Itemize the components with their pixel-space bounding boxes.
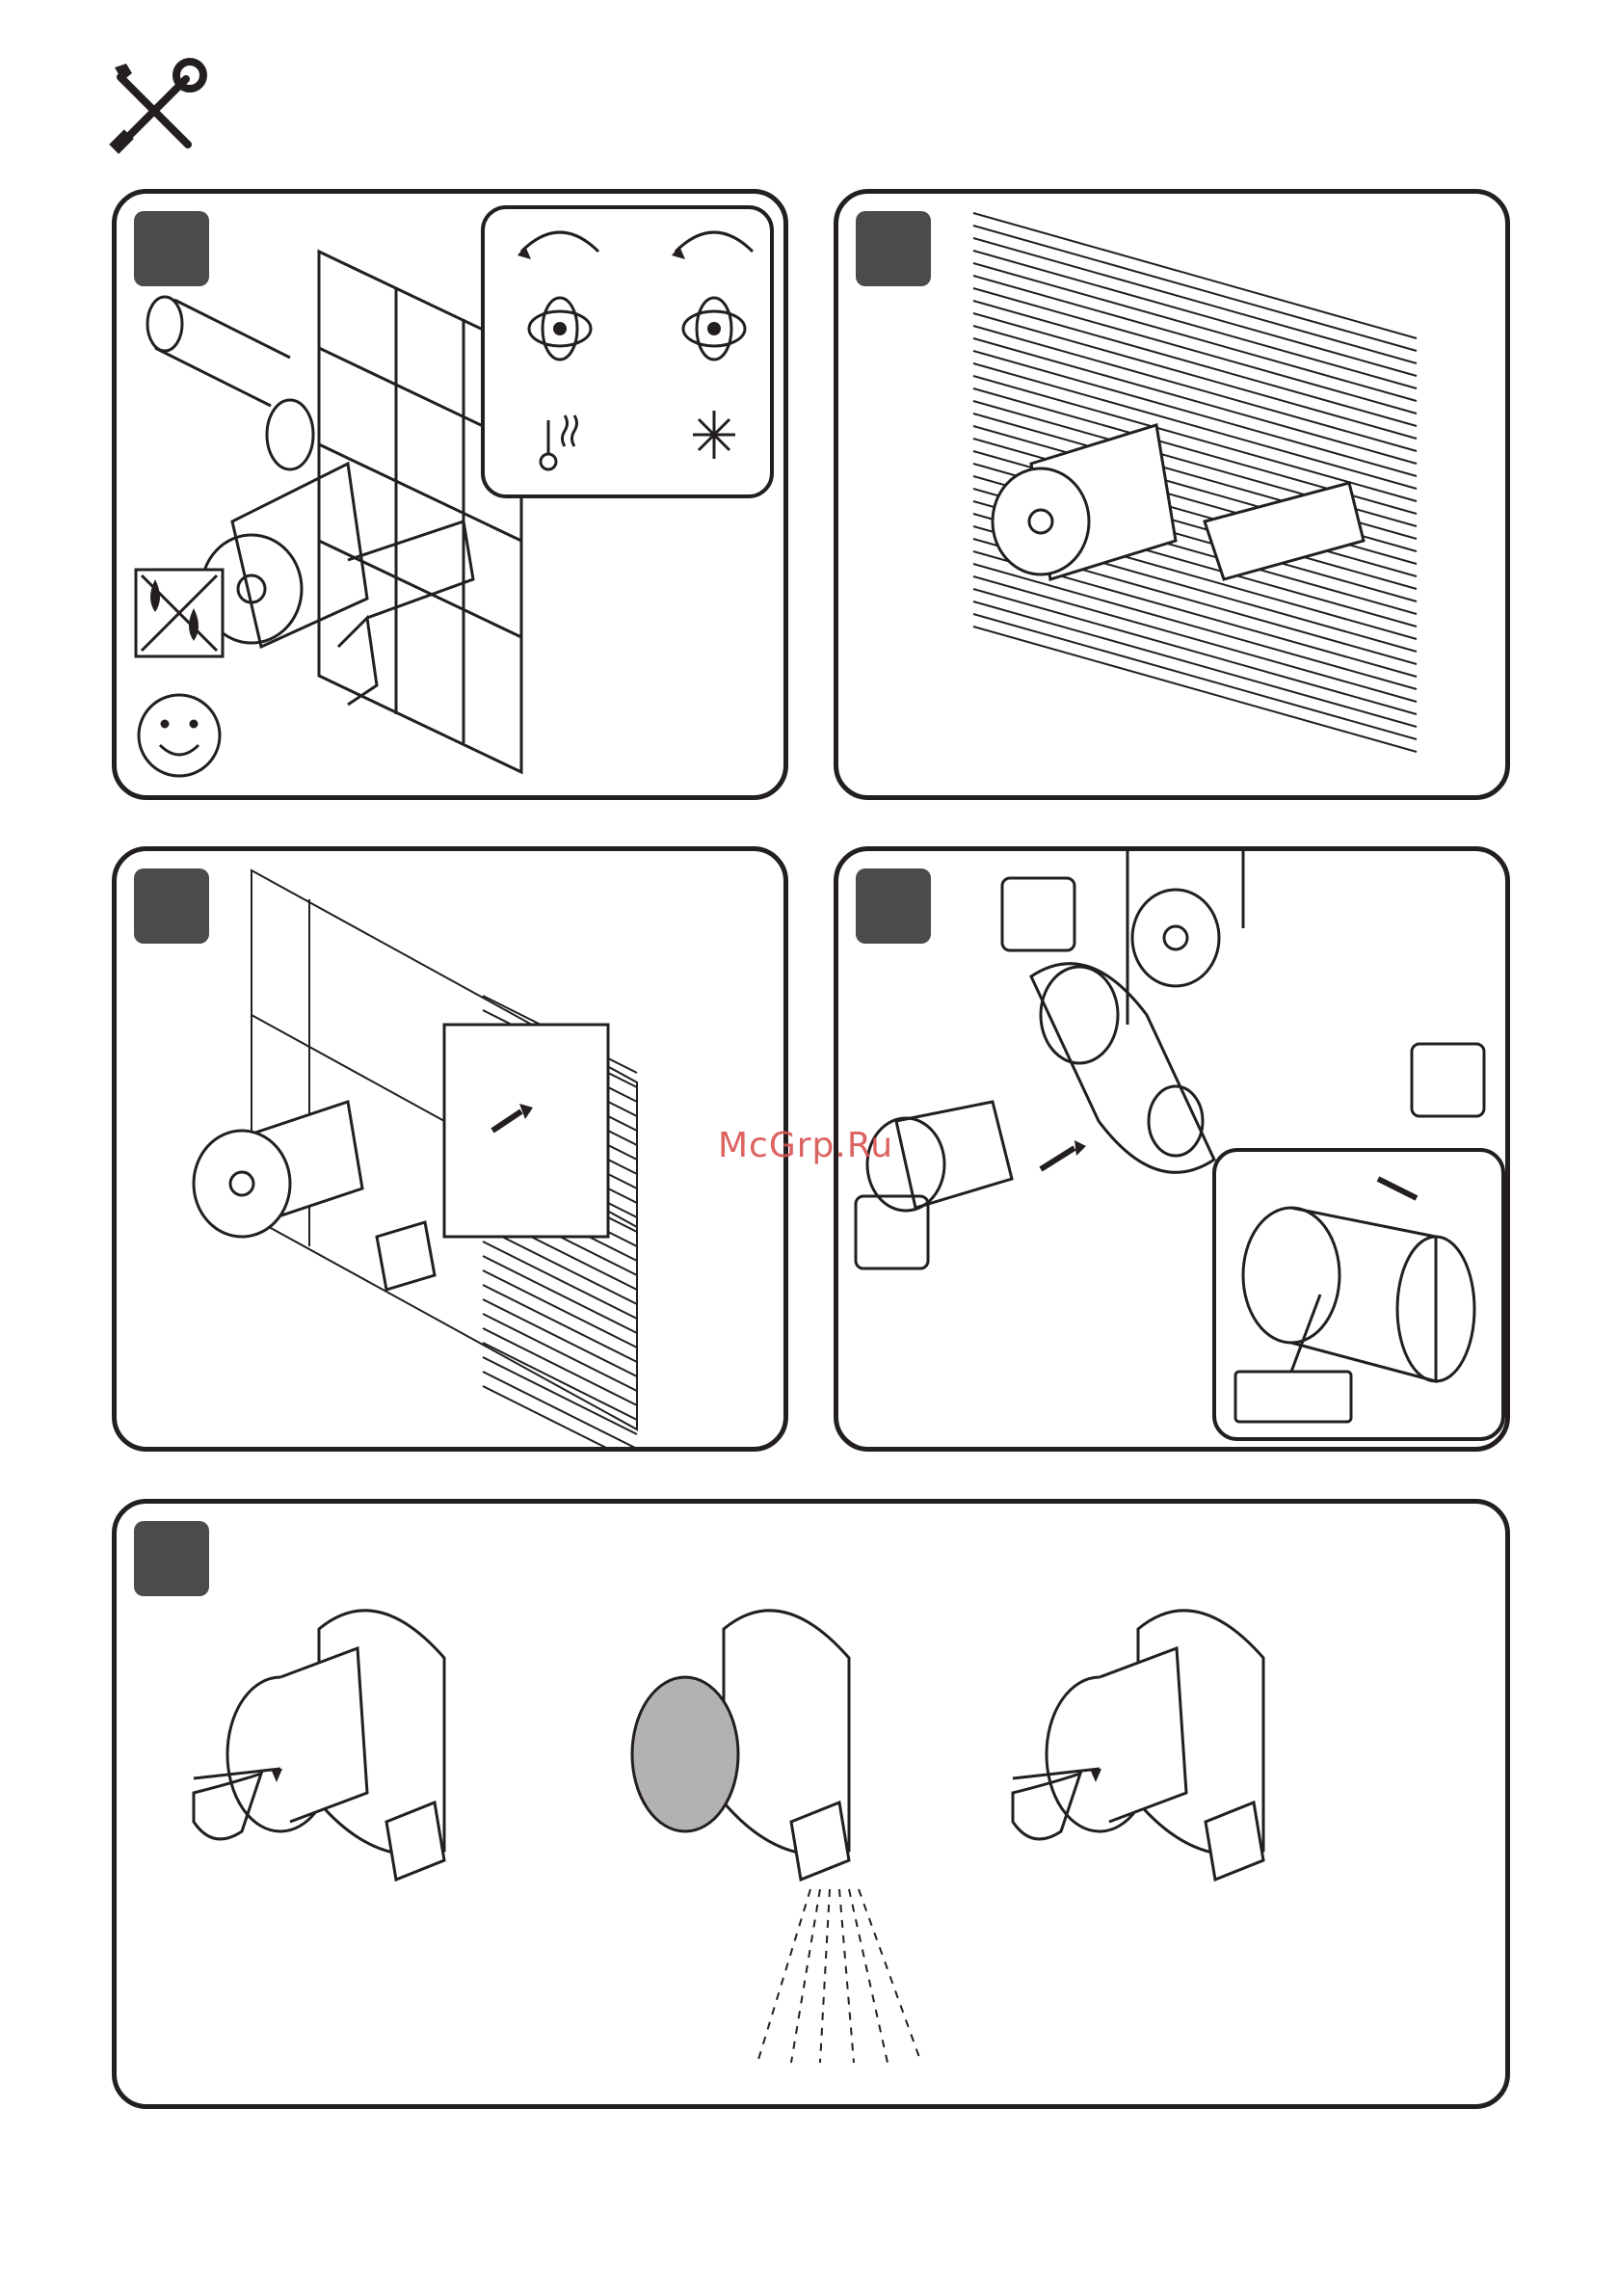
no-water-icon xyxy=(136,570,223,656)
panel-step-1 xyxy=(112,189,788,800)
panel-step-4 xyxy=(834,846,1510,1452)
cover-plate-illustration xyxy=(117,851,788,1452)
callout-box xyxy=(1002,878,1074,950)
panel-step-3 xyxy=(112,846,788,1452)
water-spray xyxy=(757,1889,921,2063)
smiley-icon xyxy=(139,695,220,776)
operation-illustration xyxy=(117,1504,1510,2109)
valve-illustration xyxy=(117,194,788,800)
panel-step-5 xyxy=(112,1499,1510,2109)
callout-box xyxy=(1412,1044,1484,1116)
tile-panel-illustration xyxy=(838,194,1510,800)
tools-icon xyxy=(101,58,207,164)
assembly-illustration xyxy=(838,851,1510,1452)
watermark: McGrp.Ru xyxy=(718,1126,893,1165)
panel-step-2 xyxy=(834,189,1510,800)
